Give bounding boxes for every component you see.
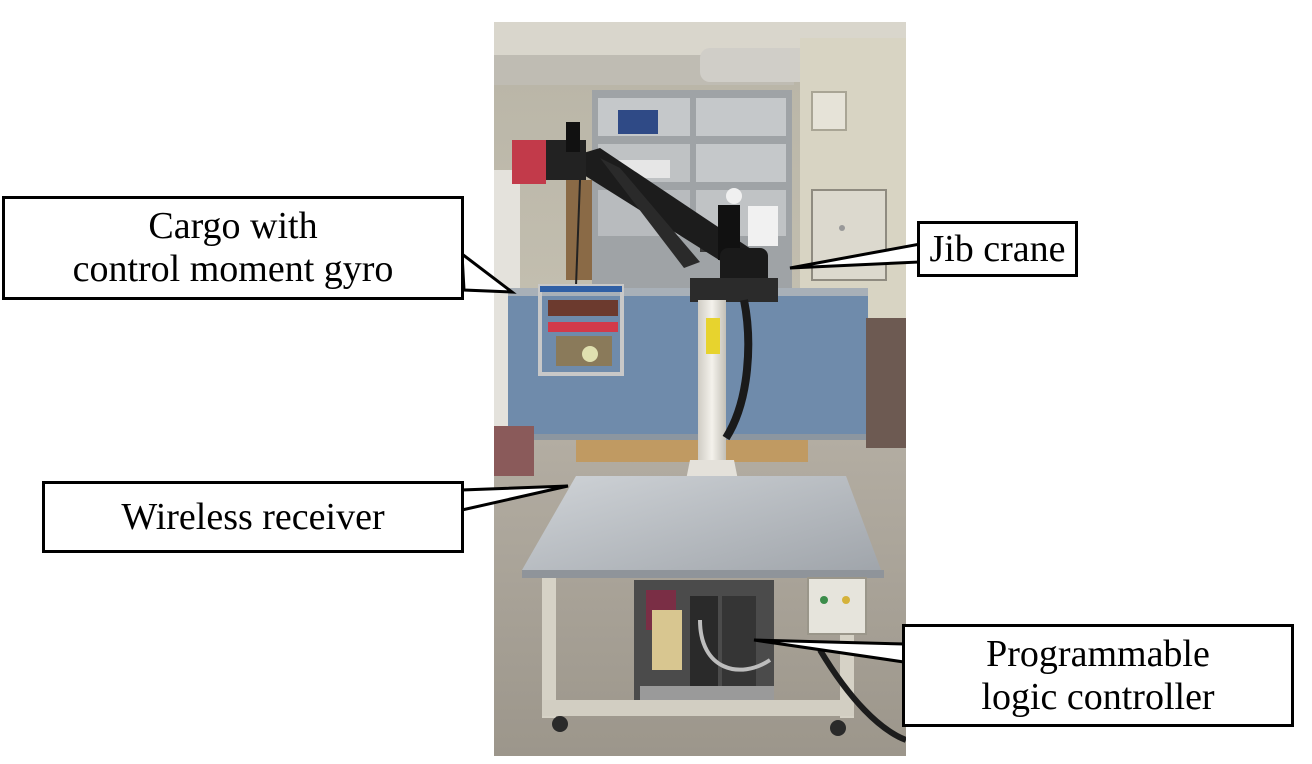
plc-rack <box>634 580 774 700</box>
callout-cargo-line-1: Cargo with <box>148 205 318 248</box>
callout-pointers <box>460 242 922 664</box>
callout-wireless-receiver: Wireless receiver <box>42 481 464 553</box>
control-panel <box>807 577 867 635</box>
callout-plc-line-2: logic controller <box>981 675 1215 718</box>
callout-cargo-with-gyro: Cargo with control moment gyro <box>2 196 464 300</box>
callout-jib-crane: Jib crane <box>917 221 1078 277</box>
callout-wireless-line-1: Wireless receiver <box>121 495 385 538</box>
callout-plc-line-1: Programmable <box>986 632 1210 675</box>
duct <box>700 48 810 82</box>
callout-plc: Programmable logic controller <box>902 624 1294 727</box>
callout-cargo-line-2: control moment gyro <box>72 248 394 290</box>
slew-motor <box>720 248 768 286</box>
cargo-frame <box>538 284 624 376</box>
callout-jib-line-1: Jib crane <box>929 227 1066 270</box>
red-box <box>512 140 546 184</box>
jib-crane <box>546 122 778 302</box>
work-table <box>522 476 884 736</box>
